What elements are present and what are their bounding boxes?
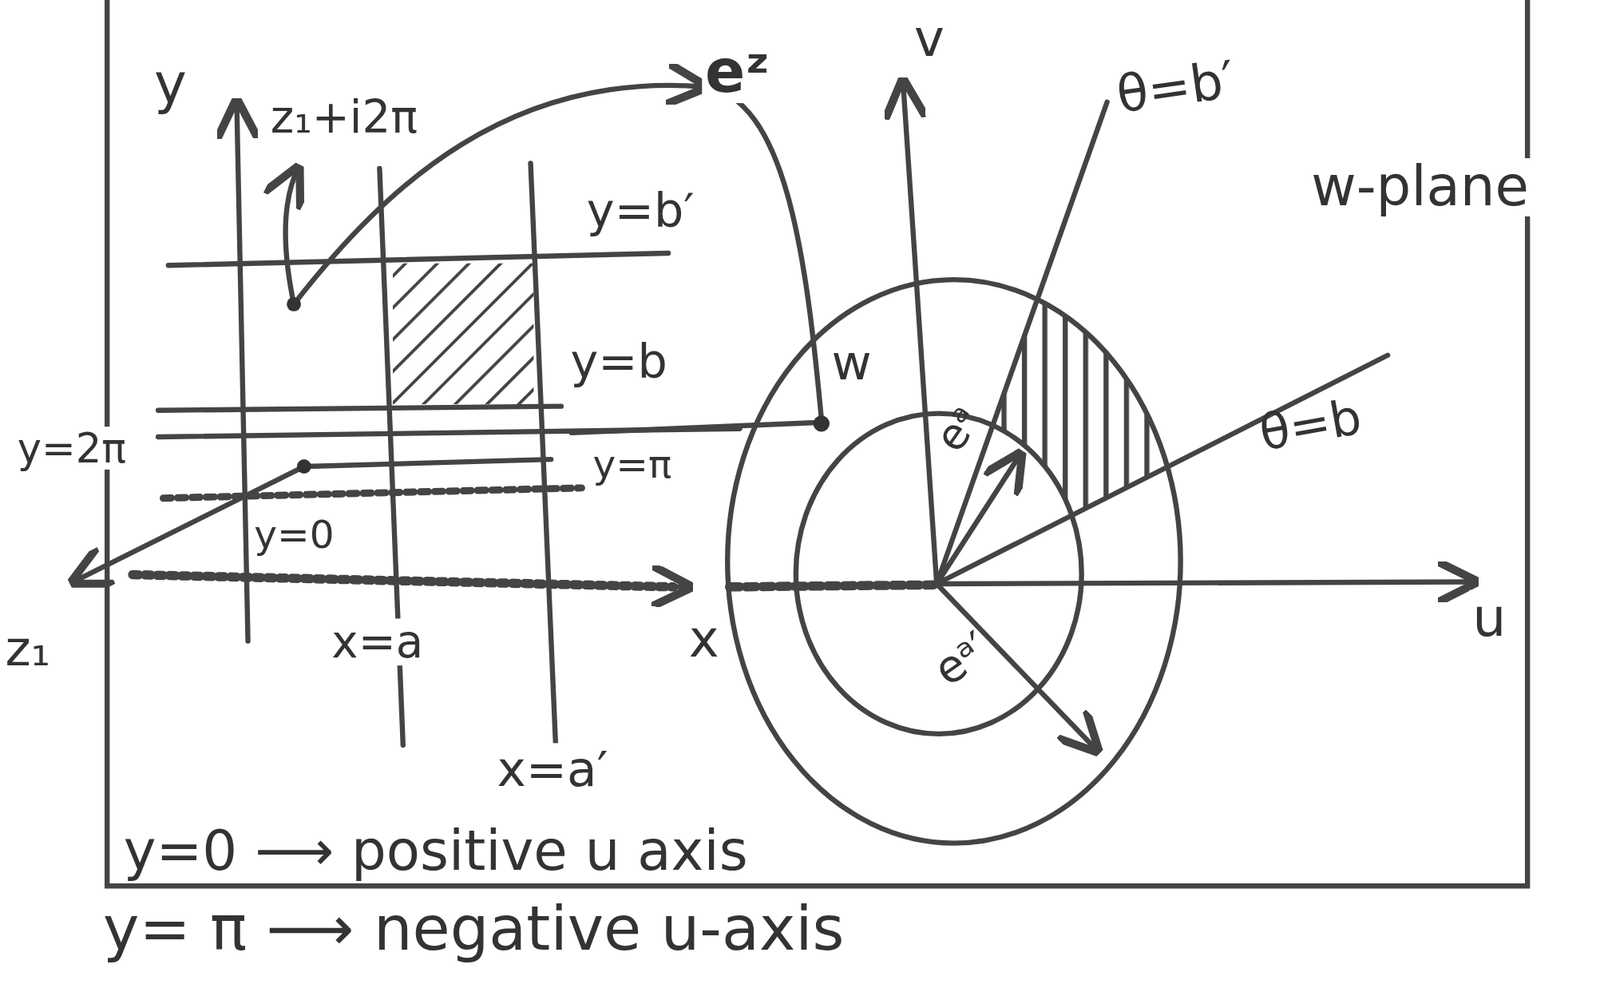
axis-label: y=2π: [14, 426, 130, 470]
axis-label: w: [828, 336, 876, 389]
axis-label: y=0: [250, 514, 337, 556]
axis-label: y=π: [590, 444, 675, 486]
axis-label: y= π ⟶ negative u-axis: [99, 895, 848, 961]
axis-label: eᵃ′: [922, 621, 1001, 697]
axis-label: x=a: [328, 617, 428, 666]
axis-label: x: [685, 612, 722, 666]
axis-label: y=b′: [583, 186, 698, 236]
axis-label: x=a′: [494, 742, 612, 794]
axis-label: u: [1469, 590, 1509, 646]
axis-label: θ=b: [1252, 389, 1369, 460]
axis-label: w-plane: [1307, 158, 1532, 216]
axis-label: y=b: [567, 336, 671, 387]
axis-label: v: [910, 11, 947, 66]
axis-label: z₁+i2π: [267, 94, 421, 142]
axis-label: y: [150, 55, 191, 114]
axis-label: eᶻ: [701, 40, 773, 103]
axis-label: y=0 ⟶ positive u axis: [120, 822, 752, 880]
axis-label: z₁: [2, 622, 54, 674]
axis-label: θ=b′: [1110, 52, 1241, 123]
